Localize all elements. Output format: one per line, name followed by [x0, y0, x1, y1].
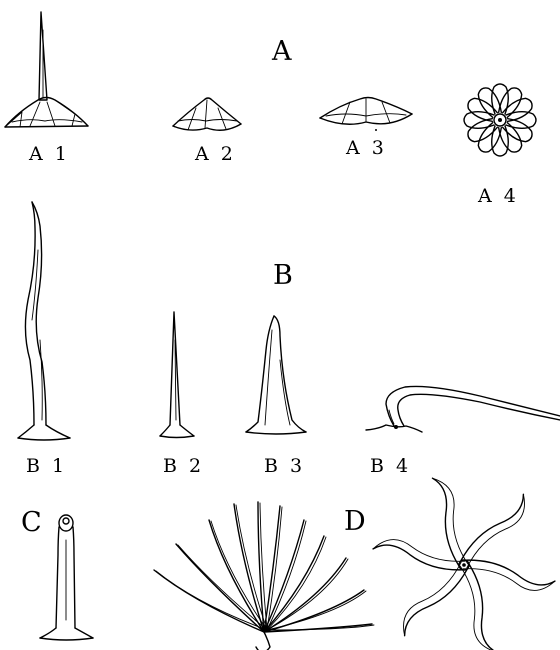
section-label-b: B	[273, 260, 293, 291]
star-arm	[373, 534, 466, 574]
tuft-arm	[209, 520, 264, 632]
label-a1: A 1	[28, 143, 70, 165]
section-label-c: C	[21, 507, 42, 538]
label-b1: B 1	[26, 455, 67, 477]
label-b4: B 4	[370, 455, 411, 477]
label-b2: B 2	[163, 455, 204, 477]
drawing-a1-tall-stellate-hair	[5, 12, 88, 127]
drawing-a4-rosette-top-view	[464, 84, 536, 156]
drawing-d-tufted-hair-side-view	[154, 502, 374, 650]
label-b3: B 3	[264, 455, 305, 477]
tuft-arm	[264, 624, 372, 632]
star-arm	[462, 556, 555, 596]
drawing-b1-long-wavy-hair	[18, 202, 70, 440]
label-a3: A 3	[345, 137, 387, 159]
drawing-b3-conical-hair	[246, 316, 306, 434]
drawing-d-star-hair-top-view	[373, 474, 556, 650]
drawing-b2-simple-hair	[160, 312, 194, 438]
star-arm	[457, 493, 534, 570]
drawing-c-glandular-hair	[40, 515, 93, 640]
tuft-arm	[264, 520, 304, 632]
label-a4: A 4	[477, 185, 519, 207]
section-label-d: D	[344, 506, 366, 537]
drawing-a2-stellate-hair	[173, 98, 241, 130]
drawing-a3-stellate-hair	[320, 98, 412, 132]
drawing-b4-hooked-hair	[366, 386, 560, 432]
tuft-arm-edge	[267, 507, 282, 630]
tuft-arm	[264, 558, 346, 632]
section-label-a: A	[271, 36, 292, 67]
star-arm	[394, 560, 471, 637]
label-a2: A 2	[194, 143, 236, 165]
